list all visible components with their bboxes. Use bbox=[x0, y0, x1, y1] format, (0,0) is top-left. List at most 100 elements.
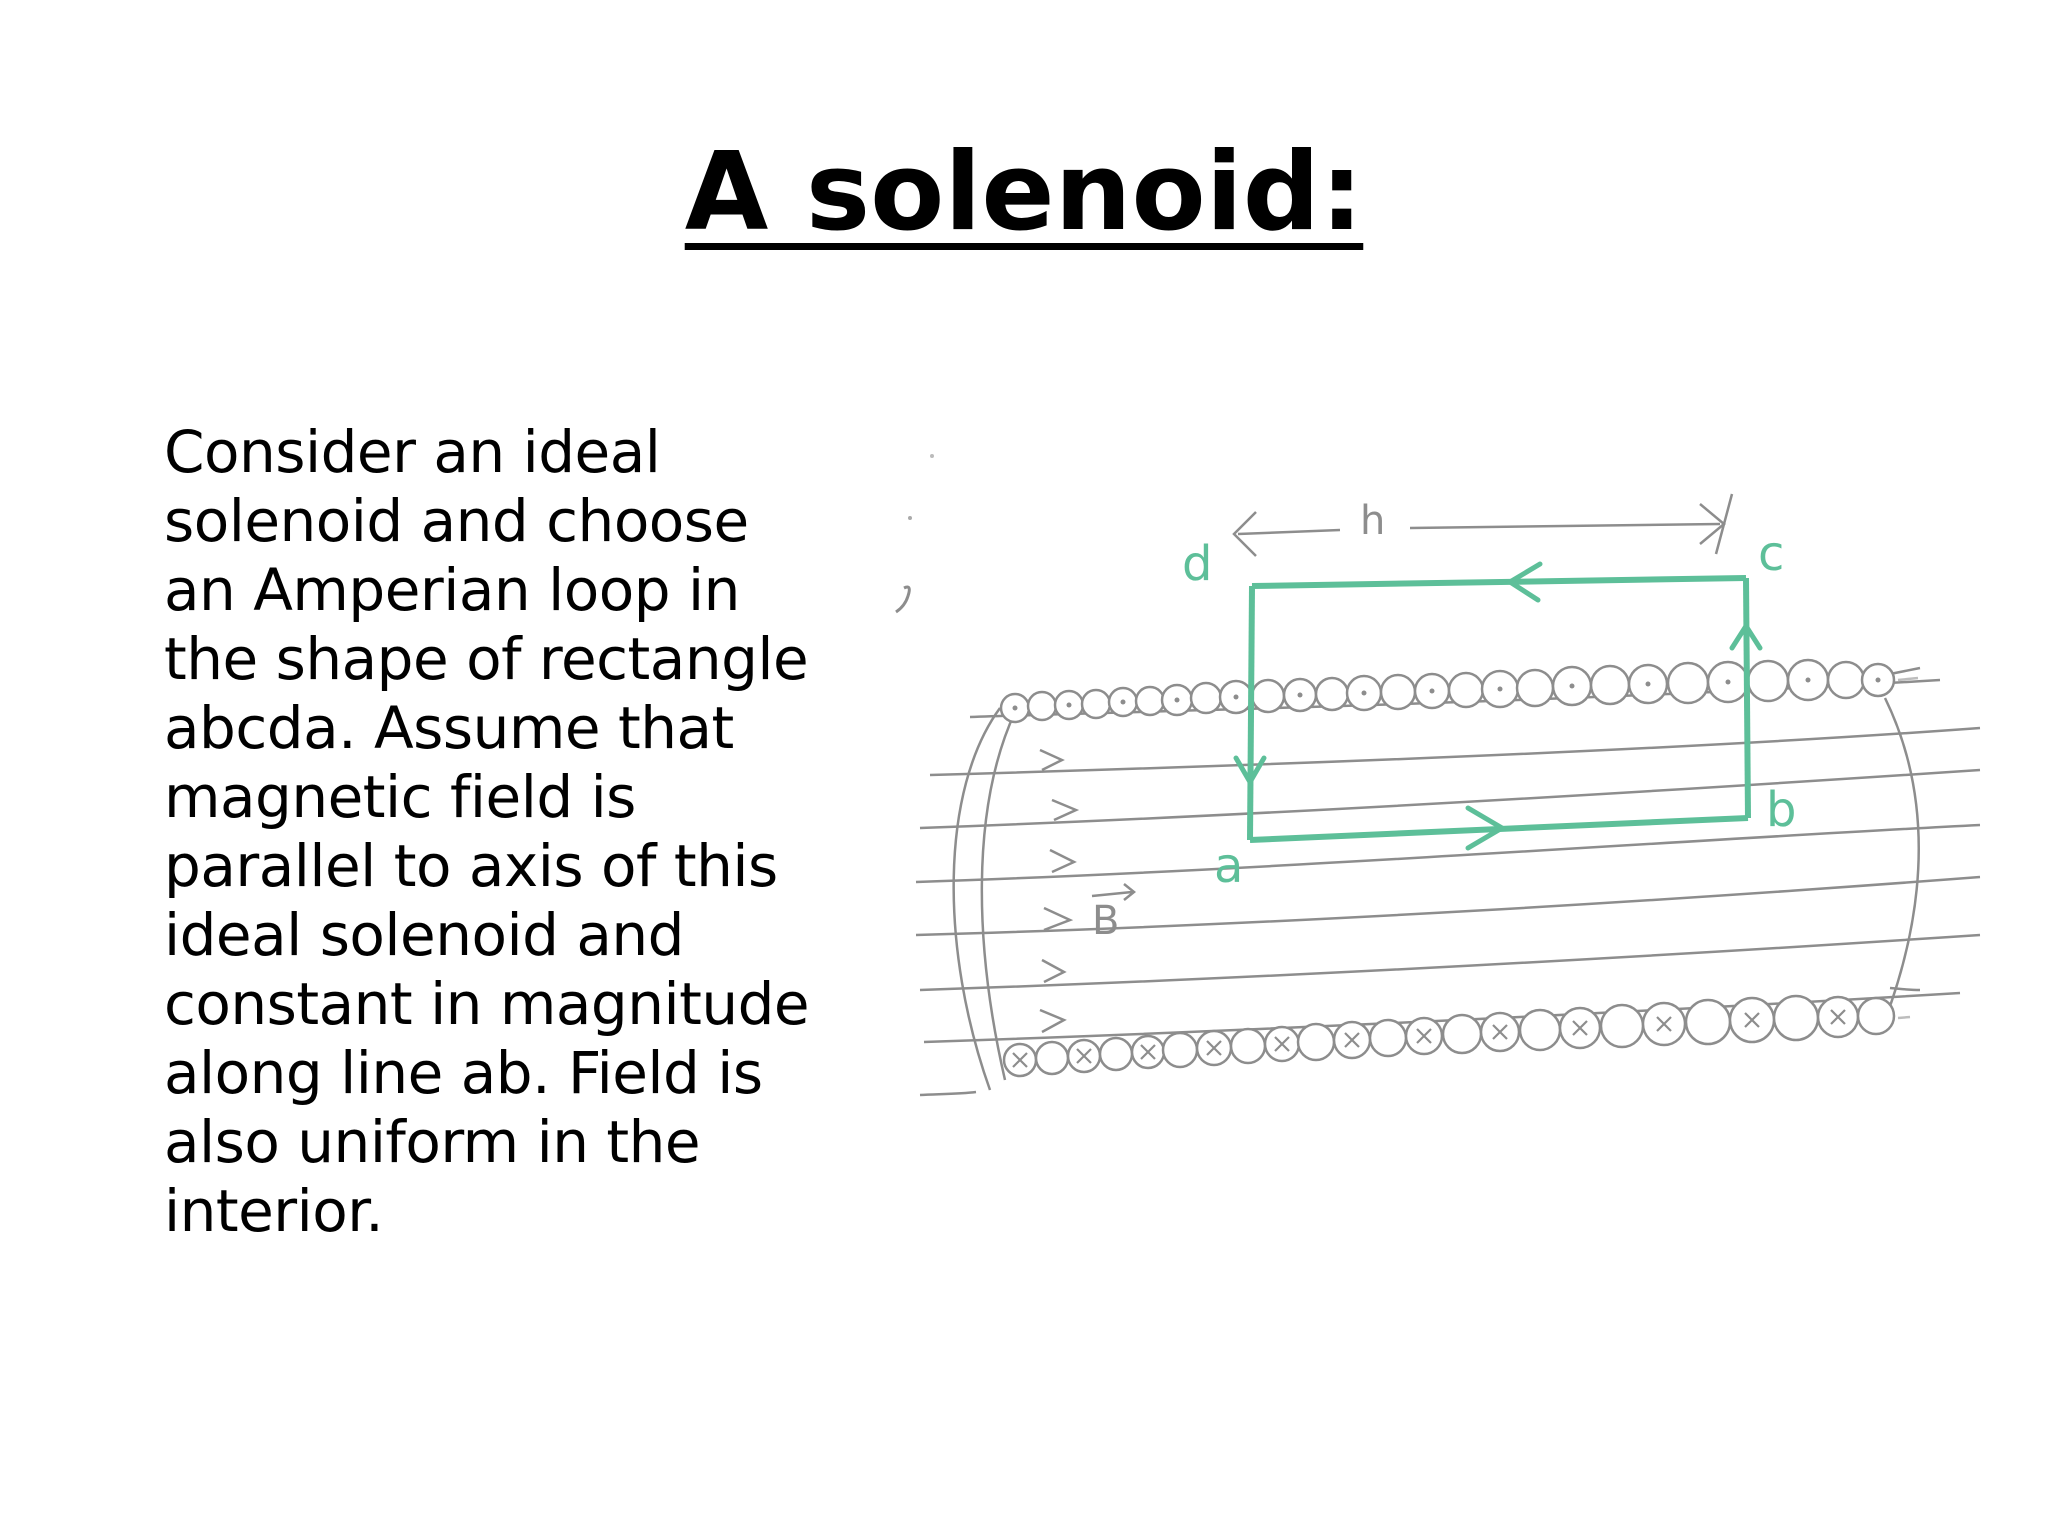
field-line-end bbox=[919, 1090, 977, 1097]
field-line-end bbox=[1889, 666, 1921, 676]
length-dimension bbox=[1232, 493, 1734, 557]
coil-in bbox=[1441, 1013, 1483, 1055]
coil-dot bbox=[1012, 705, 1018, 711]
coil-dot bbox=[1120, 699, 1126, 705]
coil-cross bbox=[1572, 1020, 1588, 1036]
coil-in bbox=[1161, 1031, 1199, 1069]
field-line bbox=[929, 726, 1981, 777]
coil-dot bbox=[1725, 679, 1731, 685]
loop-side-bc bbox=[1743, 577, 1751, 819]
return-line bbox=[952, 707, 1002, 1091]
coil-out bbox=[1250, 678, 1286, 714]
field-arrows bbox=[1039, 748, 1080, 1034]
field-arrow bbox=[1039, 1008, 1067, 1034]
coil-out bbox=[1589, 664, 1631, 706]
dimension-right-tick bbox=[1714, 493, 1734, 555]
coil-in bbox=[1296, 1022, 1336, 1062]
coil-out bbox=[1746, 659, 1790, 703]
coil-in bbox=[1098, 1036, 1134, 1072]
coil-cross bbox=[1492, 1024, 1508, 1040]
coil-cross bbox=[1416, 1028, 1432, 1044]
coil-dot bbox=[1429, 688, 1435, 694]
dimension-line-left bbox=[1237, 528, 1341, 536]
coil-in bbox=[1772, 994, 1820, 1042]
coil-dot bbox=[1805, 677, 1811, 683]
return-field-lines bbox=[952, 697, 1920, 1091]
coil-out bbox=[1314, 676, 1350, 712]
label-b: b bbox=[1766, 782, 1796, 838]
pencil-mark bbox=[895, 585, 911, 614]
arrow-cd bbox=[1505, 561, 1543, 603]
pencil-dot bbox=[908, 516, 912, 520]
coil-dot bbox=[1645, 681, 1651, 687]
field-line bbox=[915, 823, 1981, 884]
field-line bbox=[915, 875, 1981, 937]
slide-title: A solenoid: bbox=[684, 130, 1364, 255]
pencil-dot bbox=[930, 454, 934, 458]
loop-side-da bbox=[1247, 585, 1255, 841]
coil-cross bbox=[1274, 1036, 1290, 1052]
arrow-ab bbox=[1465, 805, 1507, 851]
coil-cross bbox=[1012, 1052, 1028, 1068]
field-arrow bbox=[1041, 958, 1067, 984]
solenoid-diagram-svg: a b c d h B bbox=[895, 454, 1981, 1097]
coil-dot bbox=[1361, 690, 1367, 696]
label-d: d bbox=[1182, 536, 1212, 592]
coil-cross bbox=[1206, 1040, 1222, 1056]
field-arrow bbox=[1043, 906, 1074, 932]
coil-out bbox=[1026, 690, 1058, 722]
pencil-dash bbox=[1897, 1015, 1911, 1020]
loop-side-cd bbox=[1251, 575, 1747, 589]
field-arrow bbox=[1049, 848, 1077, 874]
coil-dot bbox=[1066, 702, 1072, 708]
coil-out bbox=[1515, 668, 1555, 708]
coil-in bbox=[1518, 1008, 1562, 1052]
coil-cross bbox=[1344, 1032, 1360, 1048]
return-line bbox=[980, 711, 1017, 1081]
coil-out bbox=[1189, 681, 1223, 715]
coil-out bbox=[1826, 660, 1866, 700]
coil-cross bbox=[1656, 1016, 1672, 1032]
label-c: c bbox=[1758, 526, 1784, 582]
field-line bbox=[919, 768, 1981, 830]
dimension-line-right bbox=[1409, 522, 1721, 530]
coil-dot bbox=[1174, 697, 1180, 703]
label-a: a bbox=[1214, 838, 1243, 894]
top-coil-row bbox=[999, 658, 1896, 724]
coil-cross bbox=[1744, 1012, 1760, 1028]
coil-dot bbox=[1497, 686, 1503, 692]
field-arrow bbox=[1039, 748, 1065, 772]
label-h: h bbox=[1360, 498, 1385, 544]
coil-out bbox=[1134, 685, 1166, 717]
coil-in bbox=[1599, 1003, 1645, 1049]
field-lines bbox=[915, 666, 1981, 1097]
slide-body-text: Consider an ideal solenoid and choose an… bbox=[164, 418, 810, 1245]
coil-out bbox=[1447, 671, 1485, 709]
label-B: B bbox=[1092, 898, 1119, 944]
solenoid-diagram: a b c d h B bbox=[880, 430, 2030, 1130]
coil-in bbox=[1368, 1018, 1408, 1058]
coil-in bbox=[1684, 998, 1732, 1046]
pencil-dash bbox=[1897, 676, 1919, 682]
bottom-coil-row bbox=[1002, 994, 1896, 1078]
coil-out bbox=[1379, 673, 1417, 711]
coil-dot bbox=[1233, 694, 1239, 700]
coil-out bbox=[1080, 688, 1112, 720]
coil-in bbox=[1229, 1027, 1267, 1065]
dimension-left-arrow bbox=[1232, 511, 1257, 557]
coil-cross bbox=[1830, 1009, 1846, 1025]
arrow-da bbox=[1233, 755, 1267, 787]
arrow-bc bbox=[1729, 621, 1763, 651]
coil-in bbox=[1856, 996, 1896, 1036]
field-arrow bbox=[1051, 798, 1080, 822]
bottom-coil-crosses bbox=[1012, 1009, 1846, 1068]
coil-cross bbox=[1140, 1044, 1156, 1060]
coil-dot bbox=[1569, 683, 1575, 689]
field-line-end bbox=[1889, 986, 1921, 992]
vector-arrow-icon bbox=[1091, 883, 1137, 901]
coil-in bbox=[1034, 1040, 1070, 1076]
field-line bbox=[919, 933, 1981, 992]
top-coil-dots bbox=[1012, 677, 1881, 711]
coil-out bbox=[1666, 661, 1710, 705]
